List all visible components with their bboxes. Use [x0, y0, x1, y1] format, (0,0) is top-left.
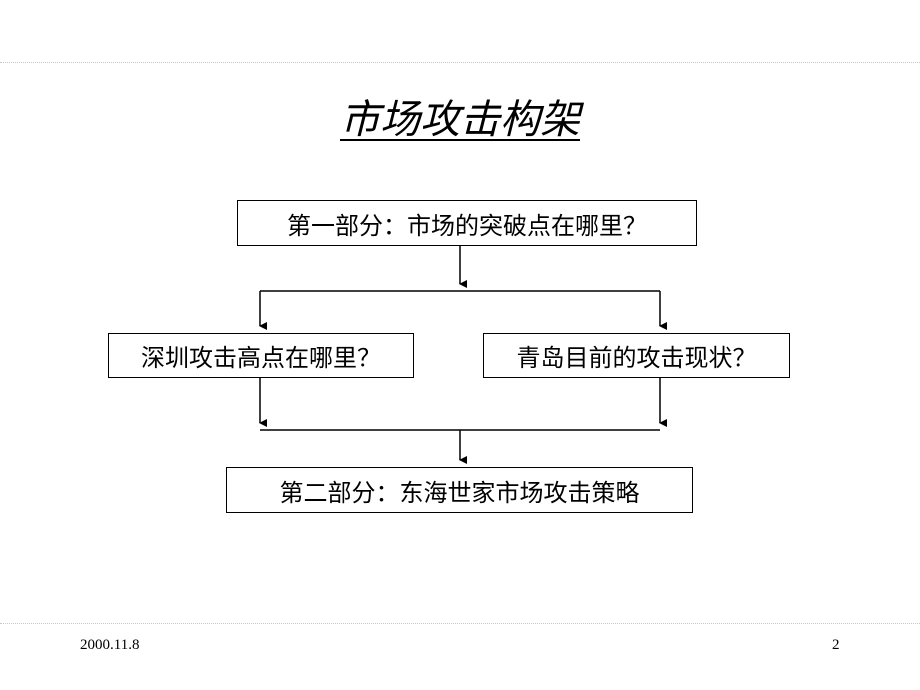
- page-number: 2: [832, 637, 840, 653]
- part1-label: 第一部分：市场的突破点在哪里？: [287, 211, 647, 240]
- qingdao-label: 青岛目前的攻击现状？: [516, 344, 757, 372]
- bottom-dotted-rule: [0, 623, 920, 624]
- shenzhen-label: 深圳攻击高点在哪里？: [141, 344, 381, 372]
- qingdao-box: 青岛目前的攻击现状？: [483, 333, 790, 378]
- slide-title-text: 市场攻击构架: [340, 97, 580, 143]
- part1-box: 第一部分：市场的突破点在哪里？: [237, 200, 697, 246]
- footer-date: 2000.11.8: [80, 637, 140, 653]
- slide-title: 市场攻击构架: [0, 92, 920, 148]
- top-dotted-rule: [0, 62, 920, 63]
- shenzhen-box: 深圳攻击高点在哪里？: [108, 333, 414, 378]
- part2-label: 第二部分：东海世家市场攻击策略: [279, 478, 640, 507]
- part2-box: 第二部分：东海世家市场攻击策略: [226, 467, 693, 513]
